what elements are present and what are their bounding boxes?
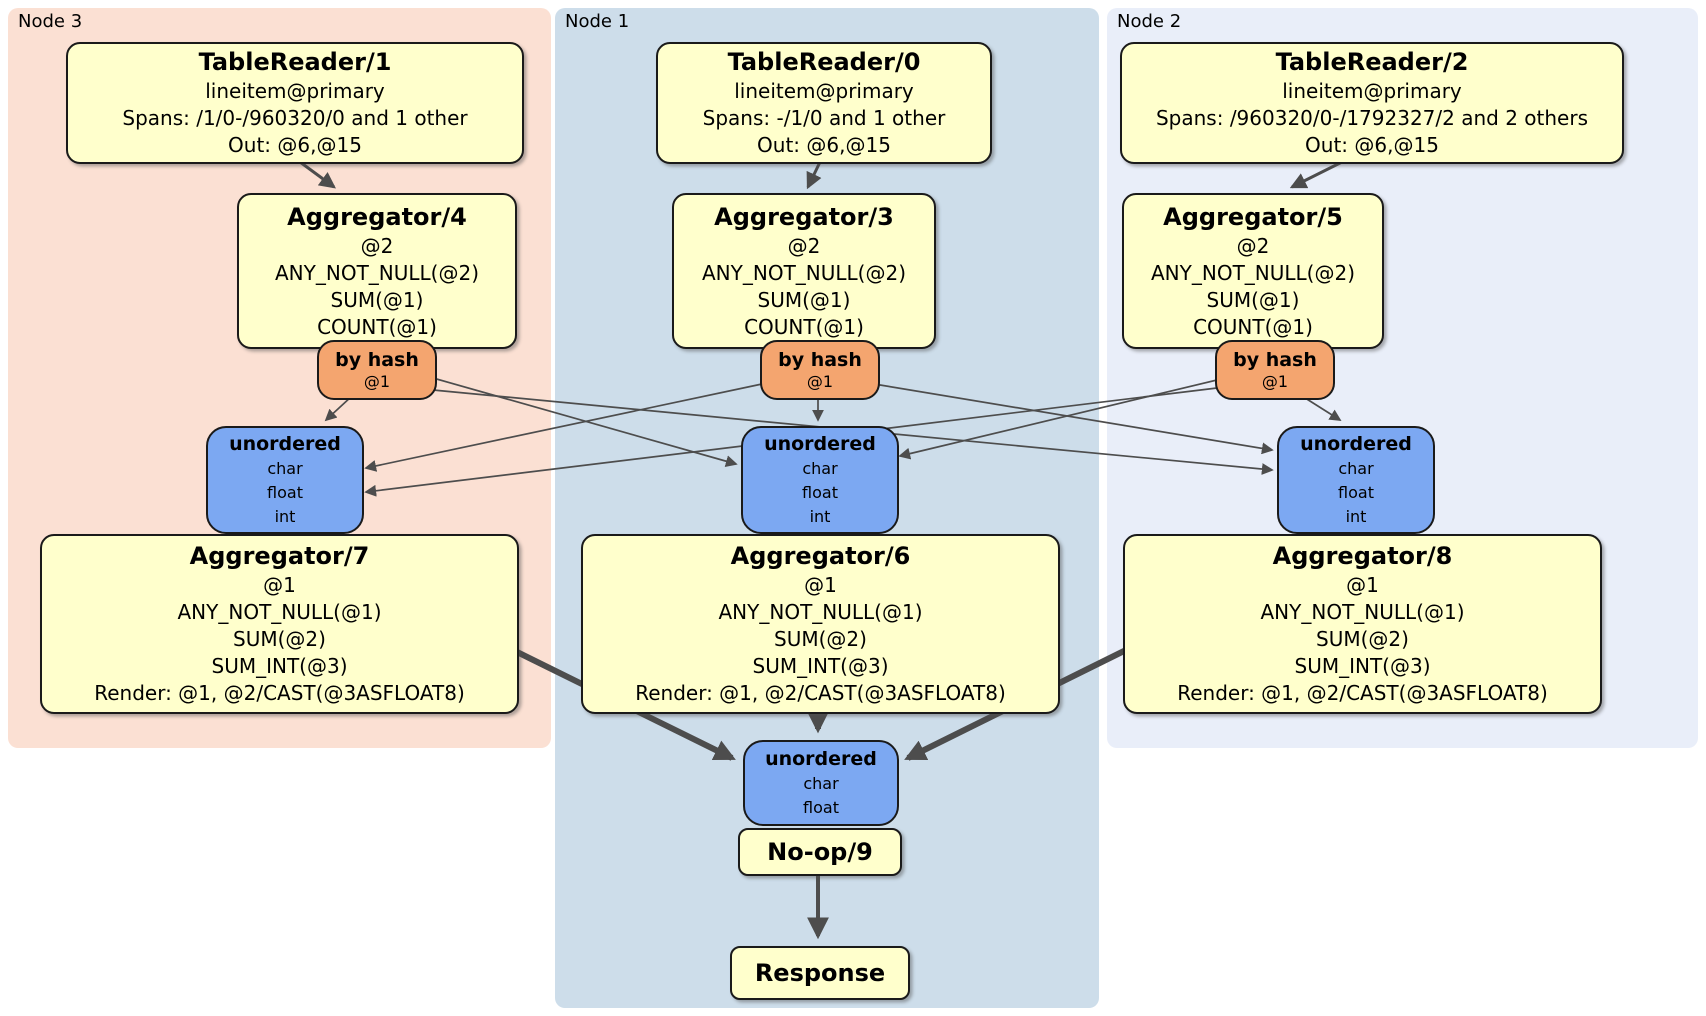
router-title: by hash xyxy=(1233,349,1317,371)
box-line: ANY_NOT_NULL(@2) xyxy=(1151,260,1355,285)
sync-line: int xyxy=(274,506,296,526)
unordered-sync-final: unordered char float xyxy=(743,740,899,826)
edge-tr1-agg4 xyxy=(299,160,336,189)
router-line: @1 xyxy=(806,372,834,391)
box-line: SUM_INT(@3) xyxy=(752,654,889,678)
unordered-sync-node2: unordered char float int xyxy=(1277,426,1435,534)
box-title: Aggregator/7 xyxy=(189,542,370,570)
router-title: by hash xyxy=(335,349,419,371)
hash-router-node2: by hash @1 xyxy=(1215,340,1335,400)
box-line: COUNT(@1) xyxy=(317,314,437,339)
sync-line: char xyxy=(1338,458,1374,478)
box-line: SUM_INT(@3) xyxy=(1294,654,1431,678)
sync-line: float xyxy=(802,482,838,502)
sync-line: float xyxy=(267,482,303,502)
box-line: Out: @6,@15 xyxy=(1305,133,1439,157)
aggregator6-node: Aggregator/6 @1 ANY_NOT_NULL(@1) SUM(@2)… xyxy=(581,534,1060,714)
aggregator8-node: Aggregator/8 @1 ANY_NOT_NULL(@1) SUM(@2)… xyxy=(1123,534,1602,714)
box-line: @2 xyxy=(1236,233,1270,258)
box-line: SUM(@2) xyxy=(233,627,326,651)
aggregator4-node: Aggregator/4 @2 ANY_NOT_NULL(@2) SUM(@1)… xyxy=(237,193,517,349)
sync-line: int xyxy=(1345,506,1367,526)
sync-line: float xyxy=(1338,482,1374,502)
box-title: Aggregator/4 xyxy=(287,202,467,231)
box-title: TableReader/2 xyxy=(1275,48,1469,76)
box-line: ANY_NOT_NULL(@1) xyxy=(177,600,382,624)
hash-router-node3: by hash @1 xyxy=(317,340,437,400)
box-line: Spans: /960320/0-/1792327/2 and 2 others xyxy=(1155,106,1588,130)
noop-node: No-op/9 xyxy=(738,828,902,876)
box-line: Spans: /1/0-/960320/0 and 1 other xyxy=(122,106,468,130)
sync-line: char xyxy=(803,773,839,793)
box-line: @1 xyxy=(263,573,296,597)
box-title: Aggregator/3 xyxy=(714,202,894,231)
sync-title: unordered xyxy=(765,747,877,770)
edge-byhash2-unordered2 xyxy=(1301,395,1342,421)
sync-line: char xyxy=(802,458,838,478)
box-line: SUM(@1) xyxy=(330,287,424,312)
box-line: @2 xyxy=(360,233,394,258)
box-line: lineitem@primary xyxy=(734,79,914,103)
edge-byhash1-unordered2 xyxy=(873,383,1274,455)
box-line: lineitem@primary xyxy=(205,79,385,103)
box-line: Render: @1, @2/CAST(@3ASFLOAT8) xyxy=(635,681,1006,705)
edge-byhash3-unordered3 xyxy=(324,395,353,422)
box-title: Aggregator/5 xyxy=(1163,202,1343,231)
response-node: Response xyxy=(730,946,910,1000)
box-line: COUNT(@1) xyxy=(1193,314,1313,339)
box-title: TableReader/0 xyxy=(727,48,921,76)
sync-line: char xyxy=(267,458,303,478)
box-line: Out: @6,@15 xyxy=(757,133,891,157)
box-line: Out: @6,@15 xyxy=(228,133,362,157)
edge-byhash2-unordered1 xyxy=(898,379,1218,460)
box-line: Render: @1, @2/CAST(@3ASFLOAT8) xyxy=(94,681,465,705)
box-line: @2 xyxy=(787,233,821,258)
box-line: Render: @1, @2/CAST(@3ASFLOAT8) xyxy=(1177,681,1548,705)
edge-byhash1-unordered3 xyxy=(364,383,763,472)
box-line: SUM(@1) xyxy=(757,287,851,312)
box-title: Response xyxy=(754,958,886,987)
router-line: @1 xyxy=(1261,372,1289,391)
sync-line: int xyxy=(809,506,831,526)
router-line: @1 xyxy=(363,372,391,391)
router-title: by hash xyxy=(778,349,862,371)
box-line: ANY_NOT_NULL(@1) xyxy=(718,600,923,624)
node3-label: Node 3 xyxy=(18,11,83,32)
hash-router-node1: by hash @1 xyxy=(760,340,880,400)
box-line: @1 xyxy=(1346,573,1379,597)
tablereader1-node: TableReader/1 lineitem@primary Spans: /1… xyxy=(66,42,524,164)
edge-tr0-agg3 xyxy=(806,161,822,190)
box-title: Aggregator/6 xyxy=(730,542,911,570)
box-line: ANY_NOT_NULL(@2) xyxy=(702,260,906,285)
box-line: SUM(@1) xyxy=(1206,287,1300,312)
sync-title: unordered xyxy=(764,432,876,455)
tablereader0-node: TableReader/0 lineitem@primary Spans: -/… xyxy=(656,42,992,164)
unordered-sync-node3: unordered char float int xyxy=(206,426,364,534)
tablereader2-node: TableReader/2 lineitem@primary Spans: /9… xyxy=(1120,42,1624,164)
box-line: SUM(@2) xyxy=(774,627,867,651)
box-line: ANY_NOT_NULL(@2) xyxy=(275,260,479,285)
aggregator7-node: Aggregator/7 @1 ANY_NOT_NULL(@1) SUM(@2)… xyxy=(40,534,519,714)
sync-line: float xyxy=(803,797,839,817)
box-line: lineitem@primary xyxy=(1282,79,1462,103)
box-line: ANY_NOT_NULL(@1) xyxy=(1260,600,1465,624)
box-line: SUM(@2) xyxy=(1316,627,1409,651)
unordered-sync-node1: unordered char float int xyxy=(741,426,899,534)
box-line: SUM_INT(@3) xyxy=(211,654,348,678)
sync-title: unordered xyxy=(1300,432,1412,455)
node1-label: Node 1 xyxy=(565,11,630,32)
box-title: Aggregator/8 xyxy=(1272,542,1453,570)
aggregator3-node: Aggregator/3 @2 ANY_NOT_NULL(@2) SUM(@1)… xyxy=(672,193,936,349)
node2-label: Node 2 xyxy=(1117,11,1182,32)
box-line: @1 xyxy=(804,573,837,597)
box-title: TableReader/1 xyxy=(198,48,392,76)
box-line: Spans: -/1/0 and 1 other xyxy=(702,106,946,130)
box-title: No-op/9 xyxy=(767,837,873,866)
edge-tr2-agg5 xyxy=(1289,160,1343,189)
box-line: COUNT(@1) xyxy=(744,314,864,339)
sync-title: unordered xyxy=(229,432,341,455)
aggregator5-node: Aggregator/5 @2 ANY_NOT_NULL(@2) SUM(@1)… xyxy=(1122,193,1384,349)
